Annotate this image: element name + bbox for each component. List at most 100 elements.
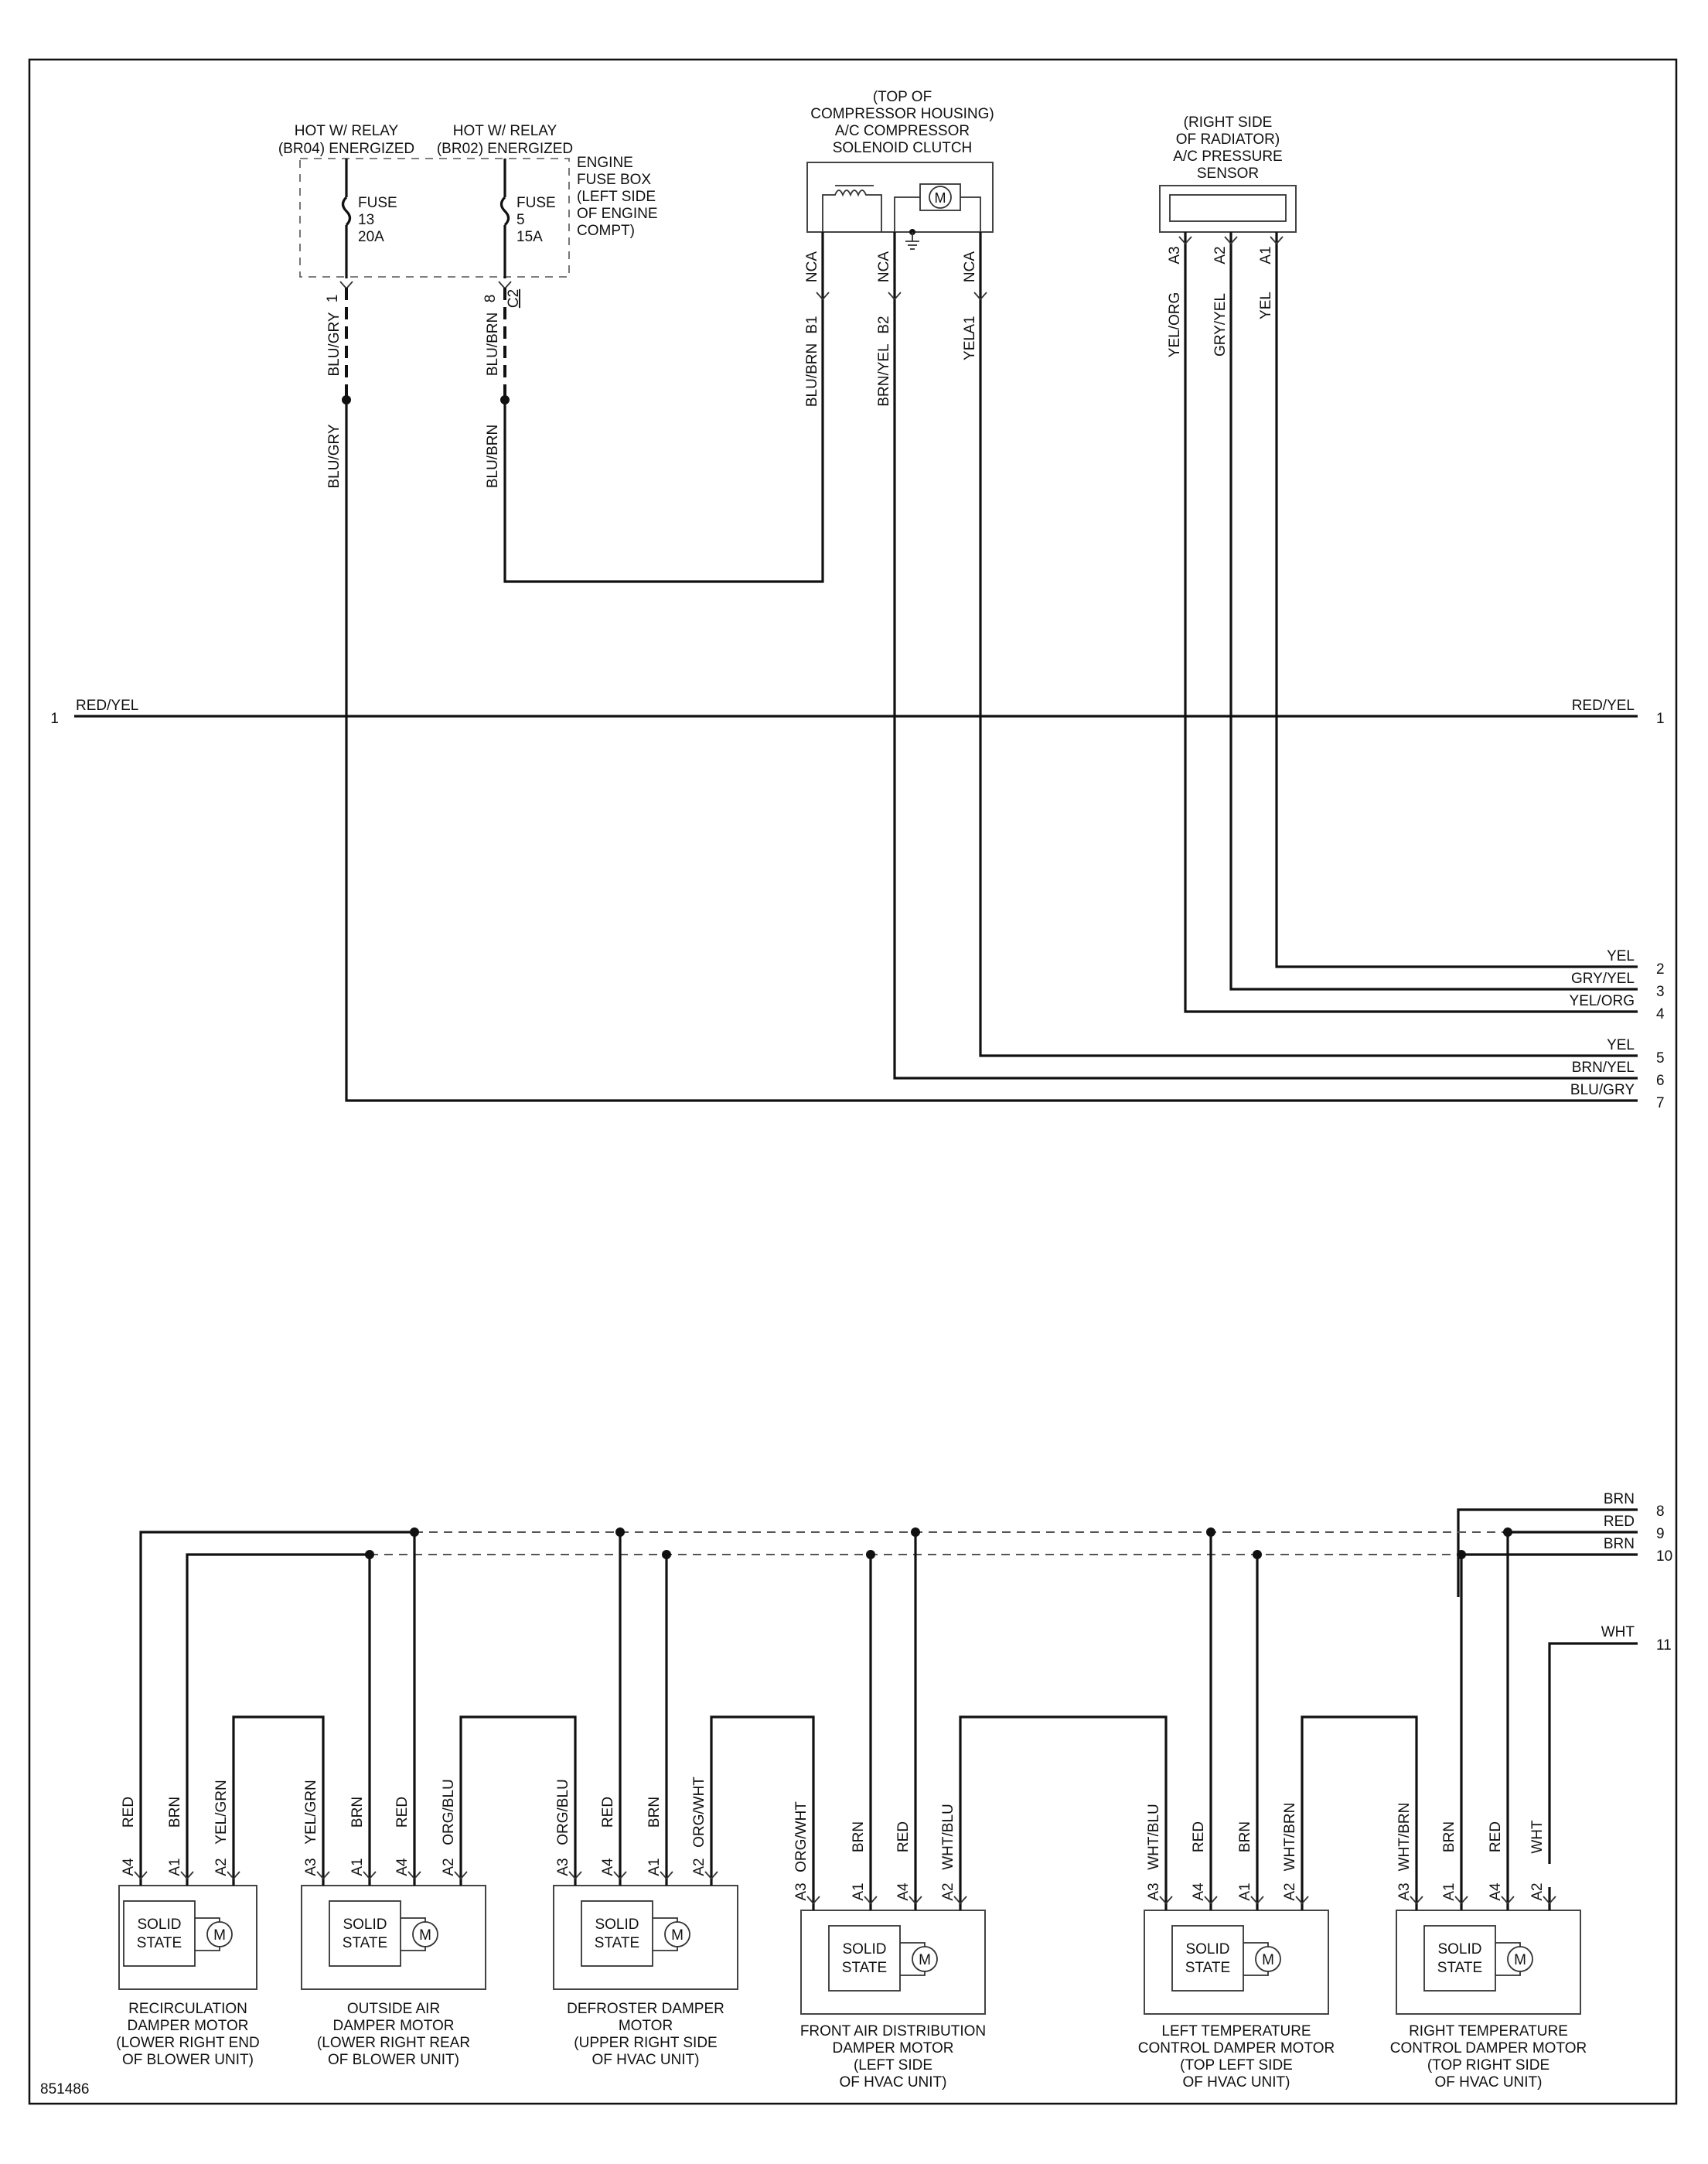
solid-state-module — [1423, 1925, 1496, 1992]
fuse-5-wire-upper: BLU/BRN — [485, 312, 501, 376]
power-source-2-line2: (BR02) ENERGIZED — [437, 141, 573, 157]
pin-connector-icon — [1501, 1896, 1515, 1905]
compressor-label-4: SOLENOID CLUTCH — [833, 140, 973, 156]
loop-yel-grn — [232, 1715, 325, 1864]
motor-pin-label: A1 — [1237, 1882, 1253, 1900]
damper-motor-housing — [553, 1885, 738, 1990]
compressor-pin-b2: B2 — [876, 316, 892, 333]
motor-pin-label: A3 — [303, 1858, 319, 1876]
pin-connector-icon — [806, 1896, 820, 1905]
motor-pin-label: A4 — [121, 1858, 137, 1876]
fuse-13-pin: 1 — [325, 295, 341, 303]
terminal-2-number: 2 — [1656, 961, 1665, 978]
motor-pin-label: A4 — [1191, 1882, 1207, 1901]
damper-motors: SOLID STATE M A4 RED A1 BRN A2 YEL/GRN RECIRCULAT… — [116, 1777, 1587, 2091]
damper-motor-name-line: FRONT AIR DISTRIBUTION — [800, 2023, 986, 2039]
motor-icon — [912, 1946, 938, 1972]
damper-motor-name-line: OF HVAC UNIT) — [1183, 2074, 1290, 2091]
damper-motor-name-line: DEFROSTER DAMPER — [567, 2001, 724, 2017]
solid-state-module — [1171, 1925, 1244, 1992]
motor-pin-wire-label: YEL/GRN — [303, 1780, 319, 1844]
solid-state-label-1: SOLID — [137, 1917, 181, 1933]
motor-icon — [1255, 1946, 1281, 1972]
motor-icon — [1507, 1946, 1533, 1972]
sensor-pin-a3: A3 — [1167, 246, 1183, 264]
motor-pin-label: A2 — [441, 1858, 457, 1876]
pin-connector-icon — [568, 1871, 582, 1880]
solenoid-coil-icon — [822, 189, 882, 232]
motor-pin-wire-label: BRN — [1441, 1821, 1457, 1852]
compressor-label-2: COMPRESSOR HOUSING) — [810, 106, 994, 122]
terminal-10-number: 10 — [1656, 1548, 1672, 1565]
solid-state-label-1: SOLID — [842, 1941, 886, 1957]
sensor-pin-a2: A2 — [1212, 246, 1229, 264]
sensor-label-2: OF RADIATOR) — [1176, 131, 1280, 148]
pin-connector-icon — [363, 1871, 377, 1880]
wire-brn-yel — [893, 303, 1638, 1080]
motor-icon — [664, 1921, 690, 1947]
motor-symbol: M — [419, 1927, 431, 1944]
damper-motor-housing — [1396, 1910, 1581, 2015]
motor-pin-label: A2 — [940, 1882, 956, 1900]
solid-state-label-2: STATE — [137, 1935, 182, 1951]
damper-motor-housing — [301, 1885, 486, 1990]
damper-motor-name-line: DAMPER MOTOR — [128, 2018, 249, 2034]
fuse-5-number: 5 — [516, 212, 525, 228]
compressor-nca-3: NCA — [962, 251, 978, 282]
motor-pin-label: A3 — [1396, 1882, 1413, 1900]
motor-pin-wire-label: ORG/BLU — [555, 1779, 571, 1845]
solid-state-label-2: STATE — [595, 1935, 639, 1951]
fuse-13-icon — [341, 196, 352, 227]
solid-state-label-2: STATE — [1185, 1960, 1230, 1976]
pressure-sensor-body — [1159, 185, 1297, 233]
bus-right-wire: RED/YEL — [1572, 698, 1635, 714]
sensor-pin-a1: A1 — [1258, 246, 1274, 264]
pin-connector-icon — [1295, 1896, 1309, 1905]
compressor-wire-b2: BRN/YEL — [876, 343, 892, 406]
motor-pin-wire-label: RED — [121, 1797, 137, 1828]
fuse-5-wire-lower: BLU/BRN — [485, 425, 501, 488]
diagram-id: 851486 — [40, 2081, 89, 2097]
terminal-7-wire: BLU/GRY — [1570, 1082, 1635, 1098]
motor-pin-wire-label: RED — [1488, 1821, 1504, 1852]
fuse-5-connector: C2 — [506, 289, 522, 308]
pin-connector-icon — [660, 1871, 673, 1880]
motor-pin-wire-label: ORG/BLU — [441, 1779, 457, 1845]
loop-wht-brn — [1301, 1715, 1418, 1887]
compressor-motor-label: M — [935, 190, 946, 206]
motor-symbol: M — [919, 1952, 931, 1968]
damper-motor-name-line: OUTSIDE AIR — [347, 2001, 440, 2017]
fuse-5-icon — [499, 196, 510, 227]
fuse-5-name: FUSE — [516, 195, 556, 211]
motor-pin-wire-label: RED — [394, 1797, 411, 1828]
terminal-4-number: 4 — [1656, 1006, 1665, 1022]
wire-blu-gry — [345, 400, 1638, 1102]
fuse-box-label-2: FUSE BOX — [577, 172, 651, 188]
pin-connector-icon — [134, 1871, 148, 1880]
solid-state-label-1: SOLID — [1185, 1941, 1229, 1957]
power-source-1-line2: (BR04) ENERGIZED — [278, 141, 414, 157]
damper-motor-name-line: RECIRCULATION — [128, 2001, 247, 2017]
solid-state-module — [123, 1900, 196, 1967]
motor-pin-label: A1 — [851, 1882, 867, 1900]
motor-icon — [206, 1921, 233, 1947]
pin-connector-icon — [407, 1871, 421, 1880]
damper-motor-name-line: (TOP RIGHT SIDE — [1427, 2057, 1549, 2074]
damper-motor-name-line: RIGHT TEMPERATURE — [1409, 2023, 1568, 2039]
compressor-label-3: A/C COMPRESSOR — [835, 123, 970, 139]
terminal-10-wire: BRN — [1604, 1536, 1635, 1552]
pin-connector-icon — [953, 1896, 967, 1905]
damper-motor-name-line: (LEFT SIDE — [854, 2057, 932, 2074]
solid-state-label-2: STATE — [343, 1935, 387, 1951]
pin-connector-icon — [1410, 1896, 1423, 1905]
motor-pin-label: A4 — [895, 1882, 912, 1901]
sensor-wire-a3: YEL/ORG — [1167, 292, 1183, 357]
damper-motor-name-line: DAMPER MOTOR — [333, 2018, 455, 2034]
motor-pin-label: A3 — [555, 1858, 571, 1876]
compressor-wire-a1: YEL — [962, 333, 978, 360]
motor-pin-wire-label: BRN — [851, 1821, 867, 1852]
terminal-2-wire: YEL — [1607, 948, 1635, 964]
